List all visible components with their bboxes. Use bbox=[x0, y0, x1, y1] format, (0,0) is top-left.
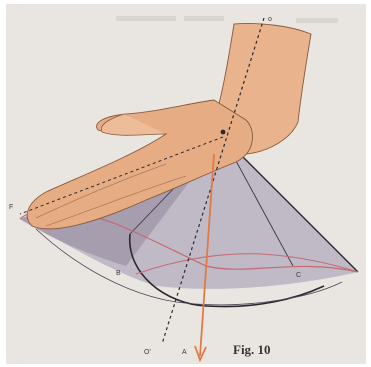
label-axis-end: O' bbox=[144, 349, 151, 356]
cone-diagram bbox=[6, 4, 366, 364]
faint-header-text bbox=[116, 16, 338, 23]
figure-photo: o F B C O' A bbox=[6, 4, 366, 364]
pivot-point bbox=[221, 130, 226, 135]
figure-caption: Fig. 10 bbox=[233, 342, 271, 358]
label-top: o bbox=[268, 16, 272, 23]
label-point-b: B bbox=[116, 270, 121, 277]
label-point-c: C bbox=[296, 272, 301, 279]
label-fingertip: F bbox=[9, 204, 13, 211]
label-arrow-end: A bbox=[182, 349, 187, 356]
